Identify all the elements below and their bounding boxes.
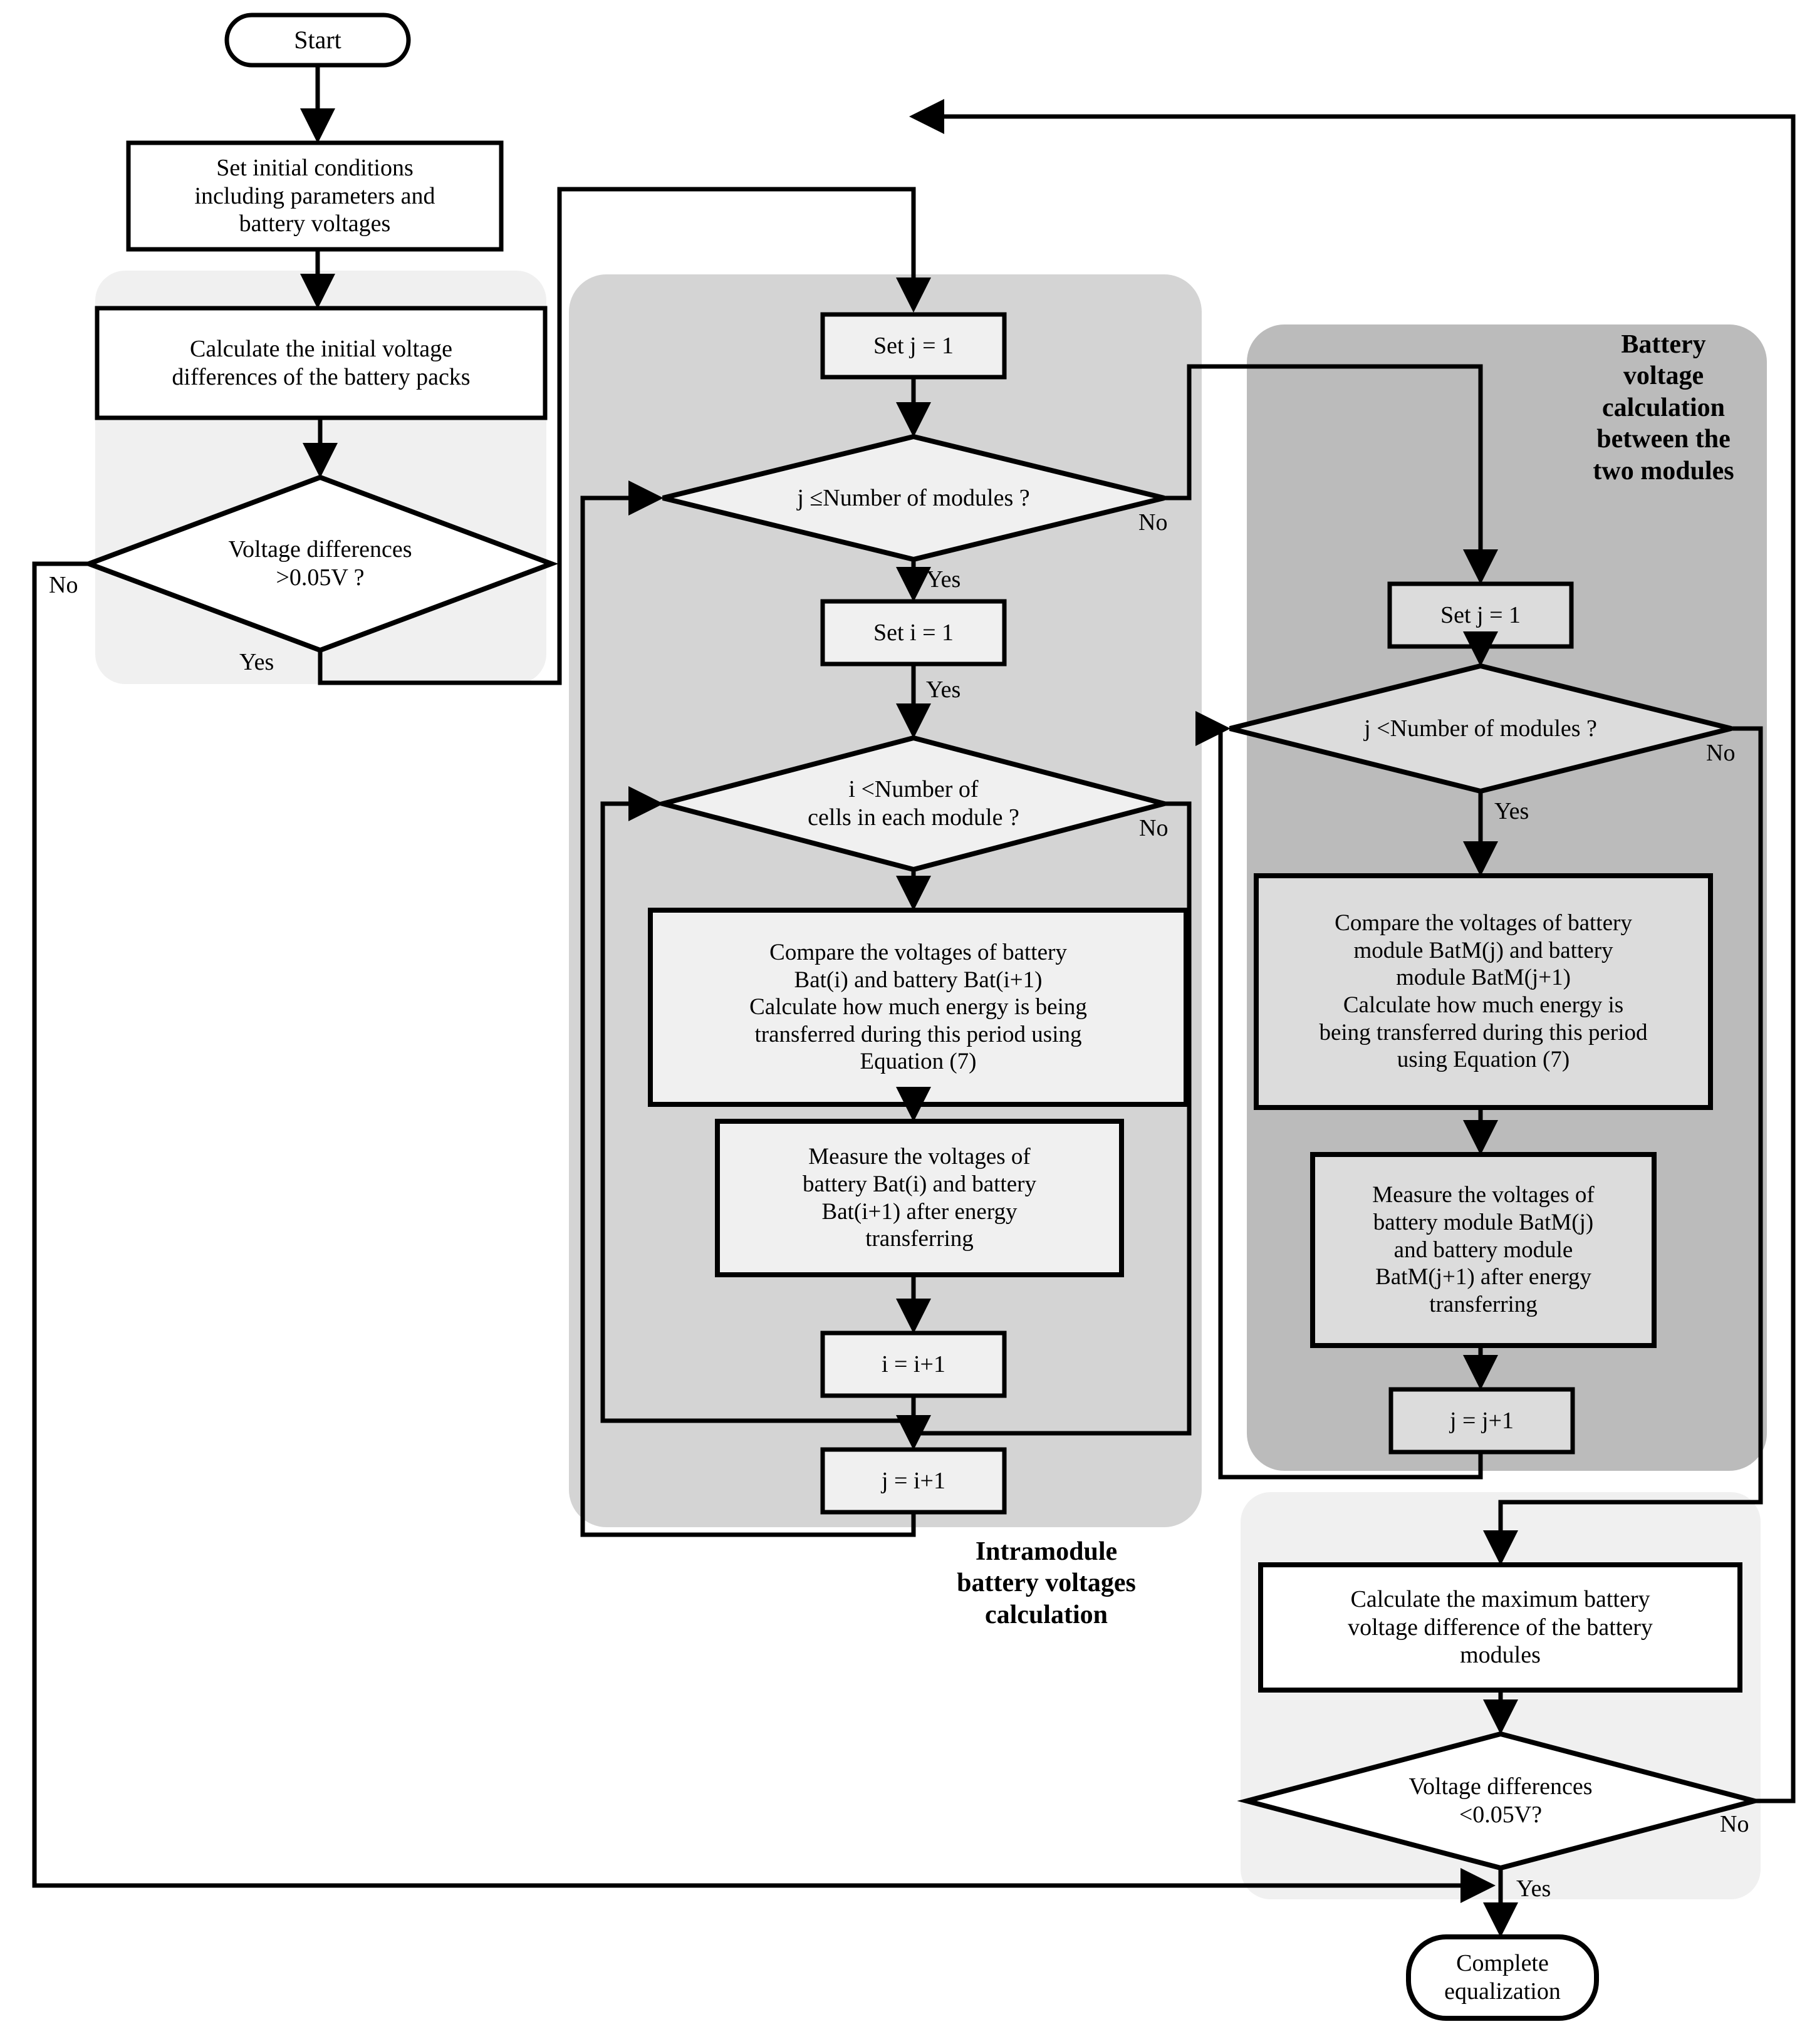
edge-label-i-cells-yes: Yes bbox=[926, 677, 961, 703]
edge-decidejinter-no bbox=[1483, 726, 1763, 1565]
shape-inc-i bbox=[820, 1331, 1007, 1398]
edge-final-no bbox=[909, 99, 1796, 1803]
edge-initial-no bbox=[32, 561, 1496, 1903]
edge-label-initial-no: No bbox=[49, 572, 78, 598]
edge-label-j-inter-yes: Yes bbox=[1494, 798, 1529, 824]
edge-label-i-cells-no: No bbox=[1139, 815, 1169, 841]
edge-label-final-yes: Yes bbox=[1516, 1875, 1551, 1902]
shape-calc-initial-diff bbox=[95, 306, 548, 420]
shape-calc-max-diff bbox=[1258, 1562, 1742, 1693]
edge-label-initial-yes: Yes bbox=[239, 649, 274, 675]
shape-measure-cells bbox=[715, 1119, 1124, 1277]
edge-initial-yes bbox=[318, 187, 931, 685]
shape-set-initial-conditions bbox=[126, 140, 504, 252]
edge-label-j-inter-no: No bbox=[1706, 740, 1736, 766]
shape-inc-j-intra bbox=[820, 1447, 1007, 1515]
shape-compare-modules-rect bbox=[1254, 873, 1713, 1110]
shape-inc-j-inter bbox=[1388, 1387, 1575, 1455]
edge-label-j-intra-no: No bbox=[1138, 509, 1168, 536]
shape-compare-cells bbox=[648, 908, 1189, 1107]
shape-set-j-1-inter bbox=[1387, 581, 1574, 649]
edge-incj-intra-loop-back bbox=[580, 480, 916, 1537]
shape-measure-modules bbox=[1310, 1152, 1657, 1348]
edge-decidej-intra-no bbox=[1164, 364, 1498, 584]
edge-inci-loop-back bbox=[600, 786, 916, 1423]
group-label-intramodule: Intramodule battery voltages calculation bbox=[957, 1537, 1136, 1629]
shape-set-j-1-intra bbox=[820, 312, 1007, 380]
edge-decidei-no bbox=[896, 801, 1192, 1450]
edge-label-j-intra-yes: Yes bbox=[926, 566, 961, 593]
shape-set-i-1 bbox=[820, 599, 1007, 667]
group-label-intermodule: Battery voltage calculation between the … bbox=[1593, 330, 1734, 485]
edge-incjinter-loop-back bbox=[1195, 711, 1483, 1480]
edge-label-final-no: No bbox=[1720, 1811, 1749, 1837]
shape-complete bbox=[1406, 1934, 1599, 2021]
shape-start bbox=[224, 13, 411, 68]
